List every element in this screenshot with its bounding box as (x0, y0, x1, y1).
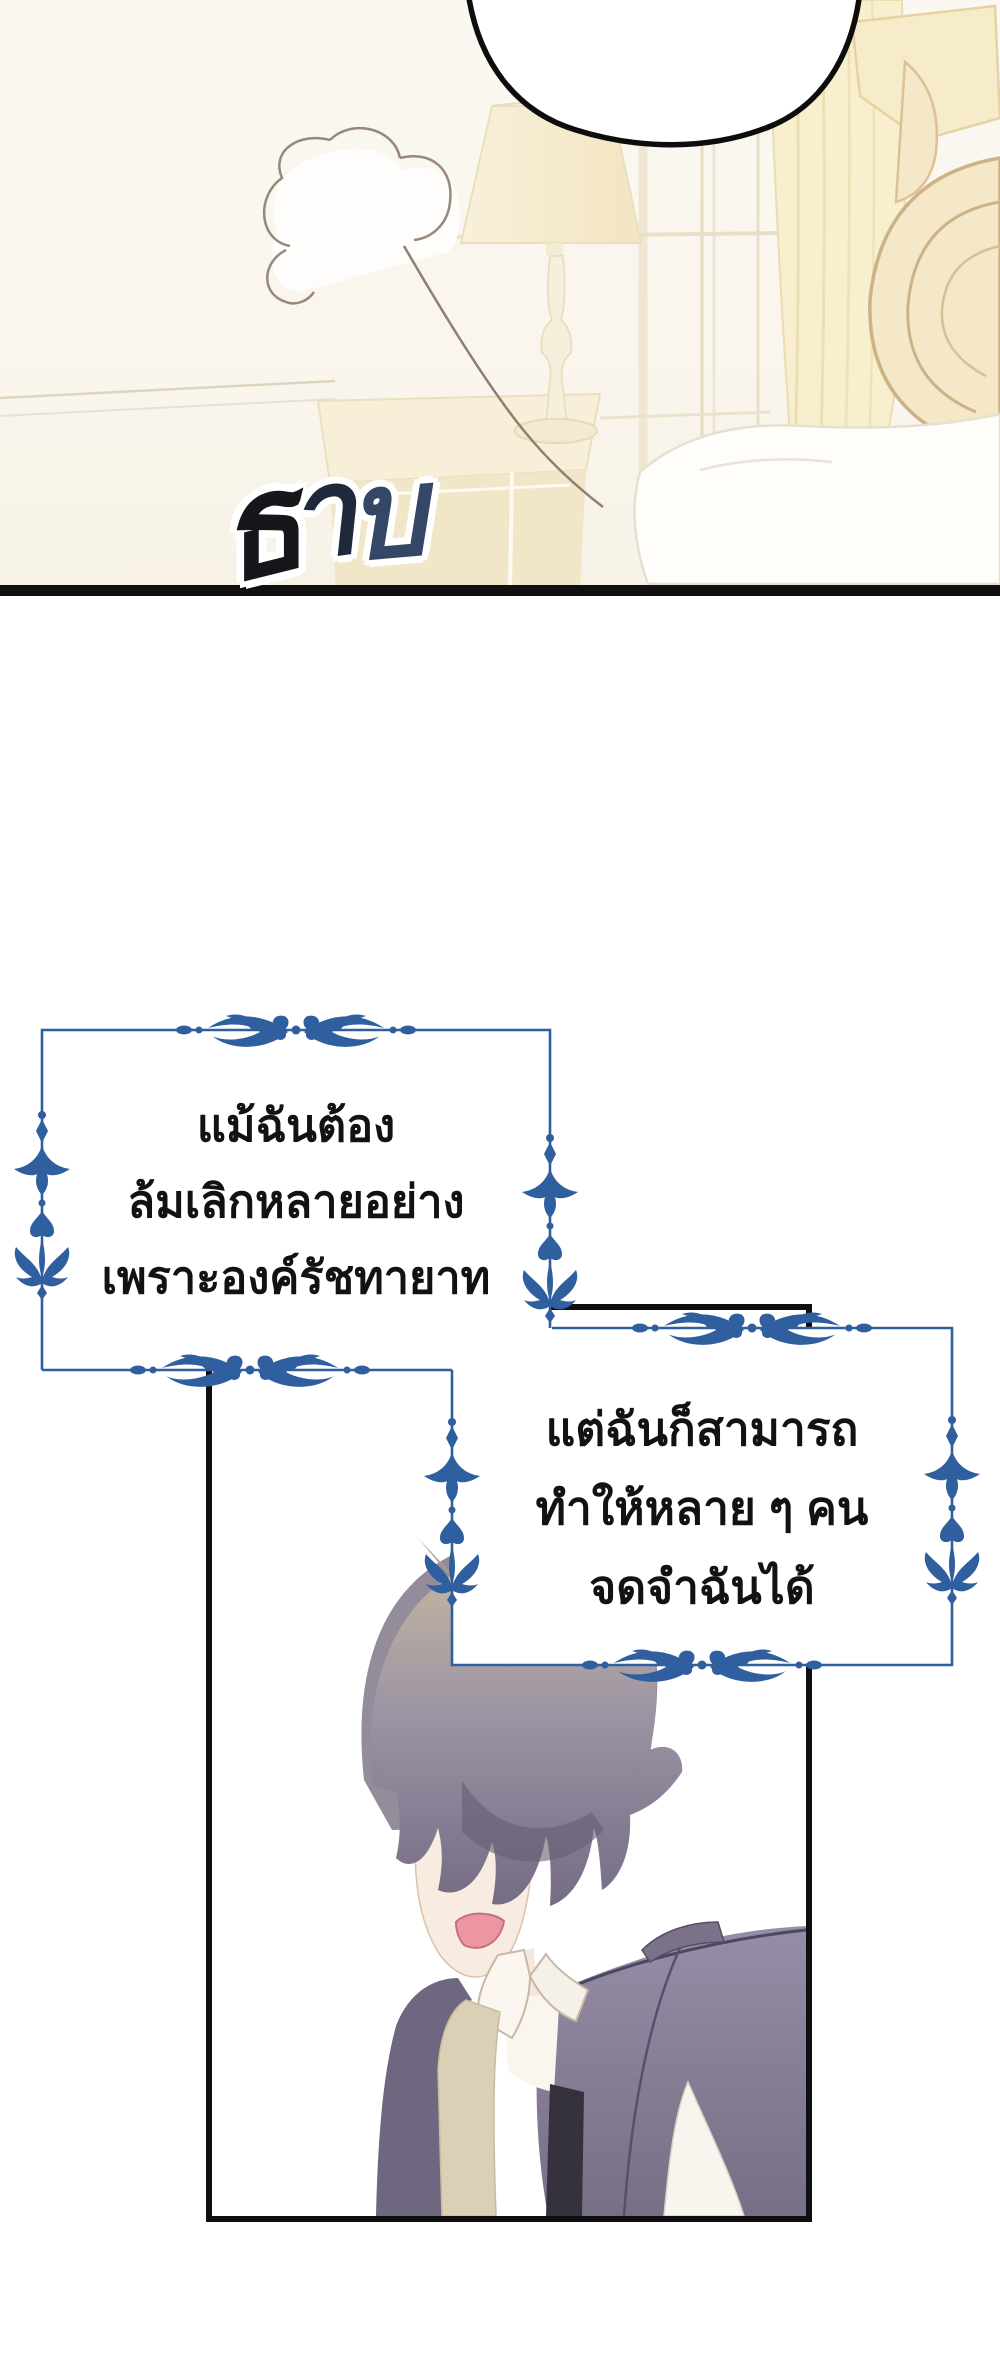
sfx-text: ธาบ (200, 438, 548, 596)
undershirt (546, 2084, 584, 2216)
thought-cloud (262, 126, 604, 508)
sfx-char: บ (342, 444, 424, 586)
bedroom-panel: ธาบ (0, 0, 1000, 596)
caption-line: ทำให้หลาย ๆ คน (535, 1482, 869, 1534)
motion-line (402, 245, 604, 508)
hair-shadow (462, 1780, 604, 1862)
caption-line: จดจำฉันได้ (589, 1561, 815, 1613)
mouth (454, 1912, 506, 1949)
caption-box-1: แม้ฉันต้อง ล้มเลิกหลายอย่าง เพราะองค์รัช… (42, 1088, 550, 1316)
vest-strip (437, 1999, 501, 2216)
bed-pillow (633, 412, 1000, 586)
caption-line: แม้ฉันต้อง (196, 1100, 396, 1151)
wall-molding (0, 379, 336, 417)
shirt-cuff-highlight (663, 2080, 745, 2216)
caption-line: เพราะองค์รัชทายาท (101, 1252, 491, 1303)
drawer-knob (402, 542, 414, 554)
floral-divider-icon (176, 1014, 416, 1047)
jacket-collar (641, 1921, 726, 1964)
curtain-valance (850, 4, 1000, 204)
caption-line: ล้มเลิกหลายอย่าง (127, 1176, 465, 1227)
caption-box-2: แต่ฉันก็สามารถ ทำให้หลาย ๆ คน จดจำฉันได้ (452, 1390, 952, 1627)
headboard (868, 156, 1000, 450)
jacket (536, 1926, 806, 2216)
jacket-sleeve (376, 1978, 472, 2216)
panel-divider (0, 585, 1000, 596)
nightstand (316, 392, 602, 592)
bedroom-scene (0, 0, 1000, 592)
speech-bubble (466, 0, 862, 148)
caption-line: แต่ฉันก็สามารถ (545, 1403, 859, 1455)
table-lamp (459, 101, 643, 444)
